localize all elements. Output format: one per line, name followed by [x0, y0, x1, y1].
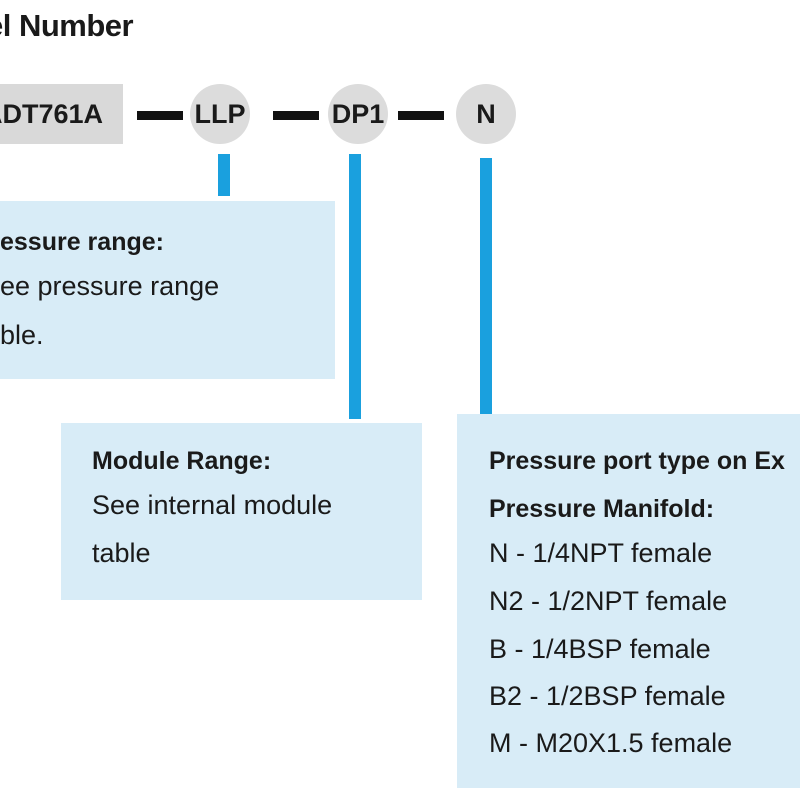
module-range-line: See internal module: [92, 490, 333, 520]
module-range-box: Module Range: See internal module table: [61, 423, 422, 600]
port-type-title: Pressure port type on Ex: [489, 447, 785, 475]
pressure-range-box: essure range: ee pressure range ble.: [0, 201, 335, 379]
pressure-range-line: ee pressure range: [0, 271, 220, 301]
separator-dash: [137, 111, 183, 120]
port-option-m: M - M20X1.5 female: [489, 728, 733, 758]
separator-dash: [398, 111, 444, 120]
port-option-b2: B2 - 1/2BSP female: [489, 681, 726, 711]
connector-dp1: [349, 154, 361, 419]
code-circle-dp1: DP1: [328, 84, 388, 144]
connector-n: [480, 158, 492, 414]
model-number-heading: el Number: [0, 8, 134, 43]
code-circle-n: N: [456, 84, 516, 144]
connector-llp: [218, 154, 230, 196]
model-prefix-box: ADT761A: [0, 84, 123, 144]
port-option-b: B - 1/4BSP female: [489, 634, 711, 664]
separator-dash: [273, 111, 319, 120]
code-circle-llp: LLP: [190, 84, 250, 144]
pressure-range-line: ble.: [0, 320, 44, 350]
module-range-line: table: [92, 538, 151, 568]
port-type-box: Pressure port type on Ex Pressure Manifo…: [457, 414, 800, 788]
pressure-range-title: essure range:: [0, 228, 164, 256]
module-range-title: Module Range:: [92, 447, 272, 475]
port-type-subtitle: Pressure Manifold:: [489, 495, 715, 523]
port-option-n: N - 1/4NPT female: [489, 538, 713, 568]
port-option-n2: N2 - 1/2NPT female: [489, 586, 728, 616]
